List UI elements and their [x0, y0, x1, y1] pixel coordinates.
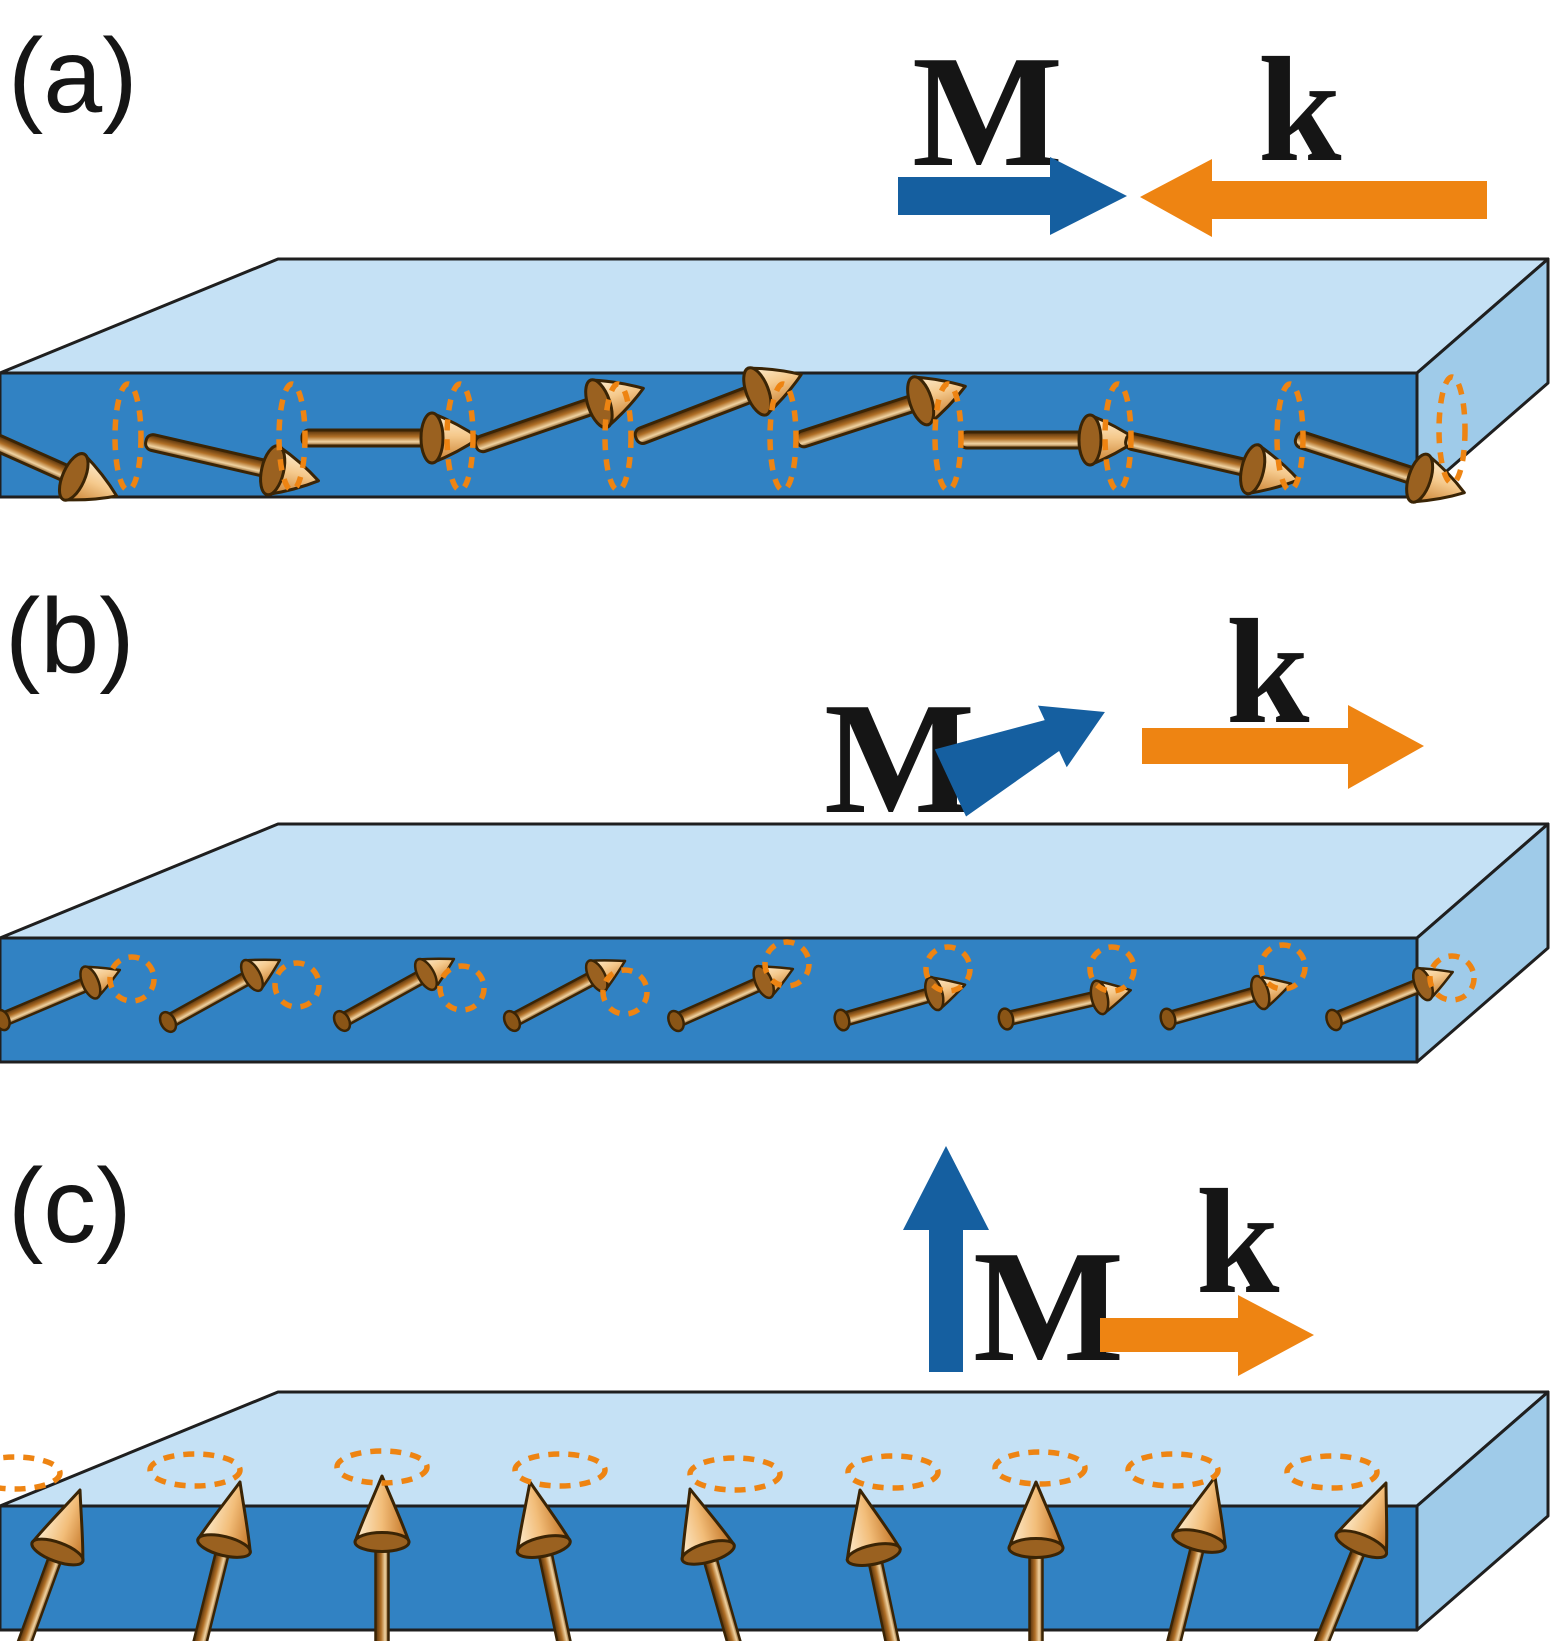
- precession-orbit: [1125, 1451, 1221, 1489]
- precession-orbit: [767, 381, 799, 493]
- precession-orbit: [334, 1448, 430, 1486]
- precession-orbit: [1436, 374, 1468, 486]
- panel-c-wavevector-arrow-icon: [1100, 1295, 1314, 1376]
- precession-orbit: [444, 381, 476, 493]
- panel-a-precession-orbits: [112, 374, 1468, 493]
- precession-orbit: [687, 1455, 783, 1493]
- panel-a-slab: [0, 257, 1550, 499]
- precession-orbit: [147, 1451, 243, 1489]
- panel-c: (c) M k: [0, 1146, 1550, 1641]
- precession-orbit: [1087, 944, 1137, 994]
- precession-orbit: [512, 1451, 608, 1489]
- precession-orbit: [1102, 381, 1134, 493]
- panel-b-wavevector-arrow-icon: [1142, 705, 1424, 789]
- precession-orbit: [107, 954, 157, 1004]
- panel-b-label: (b): [5, 577, 135, 695]
- precession-orbit: [276, 381, 308, 493]
- panel-c-precession-orbits: [0, 1448, 1380, 1493]
- slab-top-face: [0, 257, 1550, 375]
- precession-orbit: [1284, 1453, 1380, 1491]
- panel-a-wavevector-label: k: [1258, 27, 1342, 193]
- panel-a: (a) M k: [0, 17, 1550, 521]
- panel-b-precession-orbits: [107, 939, 1477, 1017]
- panel-b-wavevector-label: k: [1226, 589, 1310, 755]
- precession-orbit: [762, 939, 812, 989]
- precession-orbit: [845, 1453, 941, 1491]
- panel-c-magnetization-label: M: [973, 1217, 1124, 1395]
- panel-c-magnetization-arrow-icon: [903, 1146, 989, 1372]
- precession-orbit: [1427, 953, 1477, 1003]
- precession-orbit: [1274, 381, 1306, 493]
- precession-orbit: [437, 963, 487, 1013]
- precession-orbit: [992, 1449, 1088, 1487]
- panel-a-magnetization-arrow-icon: [898, 157, 1127, 235]
- precession-orbit: [0, 1454, 63, 1492]
- panel-c-label: (c): [8, 1147, 132, 1265]
- precession-orbit: [112, 381, 144, 493]
- slab-front-face: [0, 371, 1419, 499]
- panel-b-magnetization-arrow-icon: [934, 705, 1105, 817]
- panel-b-slab: [0, 822, 1550, 1064]
- slab-top-face: [0, 822, 1550, 940]
- panel-a-wavevector-arrow-icon: [1140, 159, 1487, 237]
- panel-c-slab: [0, 1390, 1550, 1632]
- panel-a-label: (a): [8, 17, 138, 135]
- precession-orbit: [923, 944, 973, 994]
- panel-a-magnetization-label: M: [912, 22, 1063, 200]
- precession-orbit: [272, 960, 322, 1010]
- panel-b: (b) M k: [0, 577, 1550, 1064]
- precession-orbit: [602, 381, 634, 493]
- precession-orbit: [1258, 942, 1308, 992]
- precession-orbit: [932, 381, 964, 493]
- precession-orbit: [600, 967, 650, 1017]
